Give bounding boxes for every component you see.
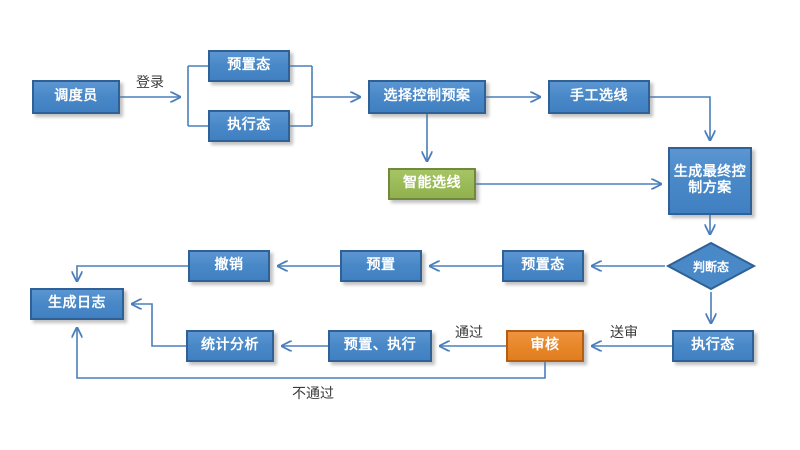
edge-label-submit-for-review: 送审	[610, 325, 638, 341]
node-preset[interactable]: 预置	[340, 250, 422, 282]
node-cancel[interactable]: 撤销	[188, 250, 270, 282]
node-exec-state-2[interactable]: 执行态	[672, 330, 754, 362]
node-statistical-analysis[interactable]: 统计分析	[186, 330, 274, 362]
node-audit[interactable]: 审核	[506, 330, 584, 362]
node-preset-and-execute[interactable]: 预置、执行	[328, 330, 432, 362]
node-generate-log[interactable]: 生成日志	[30, 288, 124, 320]
edge-cancel-to-gen-log	[77, 265, 188, 281]
node-generate-final-plan[interactable]: 生成最终控制方案	[668, 147, 752, 215]
node-judge-state[interactable]: 判断态	[665, 240, 757, 292]
edge-label-not-pass: 不通过	[292, 386, 334, 402]
edge-label-login: 登录	[136, 75, 164, 91]
node-manual-line-selection[interactable]: 手工选线	[548, 80, 650, 114]
edge-stat-to-gen-log	[132, 304, 186, 347]
node-dispatcher[interactable]: 调度员	[32, 80, 120, 114]
edge-label-pass: 通过	[455, 325, 483, 341]
node-preset-state-2[interactable]: 预置态	[502, 250, 584, 282]
node-exec-state[interactable]: 执行态	[208, 110, 290, 142]
node-preset-state[interactable]: 预置态	[208, 50, 290, 82]
diamond-shape	[665, 241, 757, 291]
edge-manual-to-final	[650, 96, 710, 140]
edge-audit-reject-to-gen-log	[77, 328, 546, 379]
node-smart-line-selection[interactable]: 智能选线	[388, 168, 476, 200]
node-select-control-plan[interactable]: 选择控制预案	[368, 80, 486, 114]
